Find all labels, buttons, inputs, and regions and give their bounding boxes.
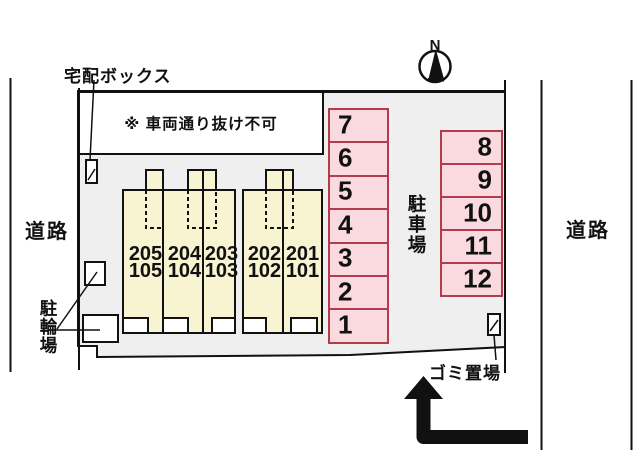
parking-space-1: 1 bbox=[328, 308, 389, 344]
garbage-pointer-line bbox=[493, 334, 497, 361]
garbage-marker-tick bbox=[489, 319, 499, 332]
parking-space-number: 7 bbox=[338, 108, 353, 139]
unit-number-lower: 103 bbox=[204, 260, 239, 282]
unit-number-upper: 205 bbox=[128, 243, 163, 265]
parking-space-number: 12 bbox=[463, 262, 492, 293]
parking-space-number: 3 bbox=[338, 242, 353, 273]
parking-space-number: 4 bbox=[338, 209, 353, 240]
unit-number-lower: 105 bbox=[128, 260, 163, 282]
parking-space-number: 11 bbox=[464, 229, 493, 260]
parking-space-10: 10 bbox=[440, 196, 503, 231]
no-passthrough-notice: ※ 車両通り抜け不可 bbox=[124, 116, 278, 133]
garbage-area-label: ゴミ置場 bbox=[429, 364, 501, 383]
delivery-box-marker-tick bbox=[87, 168, 96, 181]
parking-space-3: 3 bbox=[328, 241, 389, 277]
entrance-porches bbox=[122, 317, 318, 334]
parking-space-number: 1 bbox=[338, 309, 353, 340]
parking-space-7: 7 bbox=[328, 108, 389, 144]
bicycle-parking-label: 駐輪場 bbox=[38, 299, 58, 355]
entrance-overhang-dashed bbox=[145, 190, 294, 229]
parking-space-8: 8 bbox=[440, 130, 503, 165]
parking-space-5: 5 bbox=[328, 174, 389, 211]
parking-lot-label: 駐車場 bbox=[406, 194, 427, 256]
parking-space-12: 12 bbox=[440, 262, 503, 297]
parking-space-2: 2 bbox=[328, 275, 389, 311]
unit-number-upper: 201 bbox=[285, 243, 320, 265]
delivery-box-pointer-line bbox=[89, 79, 95, 161]
bicycle-pointer-line bbox=[56, 271, 98, 330]
parking-space-number: 5 bbox=[338, 175, 353, 206]
stair-tower-1 bbox=[145, 169, 164, 191]
delivery-box-label: 宅配ボックス bbox=[64, 67, 172, 86]
compass-north-label: N bbox=[429, 37, 441, 54]
parking-space-number: 9 bbox=[477, 163, 492, 194]
unit-number-upper: 203 bbox=[204, 243, 239, 265]
parking-space-11: 11 bbox=[440, 229, 503, 264]
entrance-arrow-icon bbox=[404, 376, 528, 444]
parking-space-9: 9 bbox=[440, 163, 503, 198]
parking-space-number: 8 bbox=[477, 130, 492, 161]
notice-band bbox=[78, 91, 324, 155]
parking-space-6: 6 bbox=[328, 141, 389, 177]
unit-number-upper: 202 bbox=[247, 243, 282, 265]
unit-number-lower: 101 bbox=[285, 260, 320, 282]
bicycle-rack-small bbox=[84, 261, 106, 286]
unit-number-lower: 104 bbox=[167, 260, 202, 282]
left-road-label: 道路 bbox=[25, 221, 69, 243]
bicycle-rack-large bbox=[82, 314, 119, 343]
unit-number-lower: 102 bbox=[247, 260, 282, 282]
parking-space-number: 2 bbox=[338, 275, 353, 306]
delivery-box-marker bbox=[85, 159, 98, 184]
right-road-label: 道路 bbox=[566, 220, 610, 242]
compass-icon bbox=[418, 49, 452, 84]
parking-space-number: 10 bbox=[463, 196, 492, 227]
parking-space-4: 4 bbox=[328, 208, 389, 244]
parking-space-number: 6 bbox=[338, 142, 353, 173]
stair-tower-3 bbox=[265, 169, 294, 191]
unit-number-upper: 204 bbox=[167, 243, 202, 265]
